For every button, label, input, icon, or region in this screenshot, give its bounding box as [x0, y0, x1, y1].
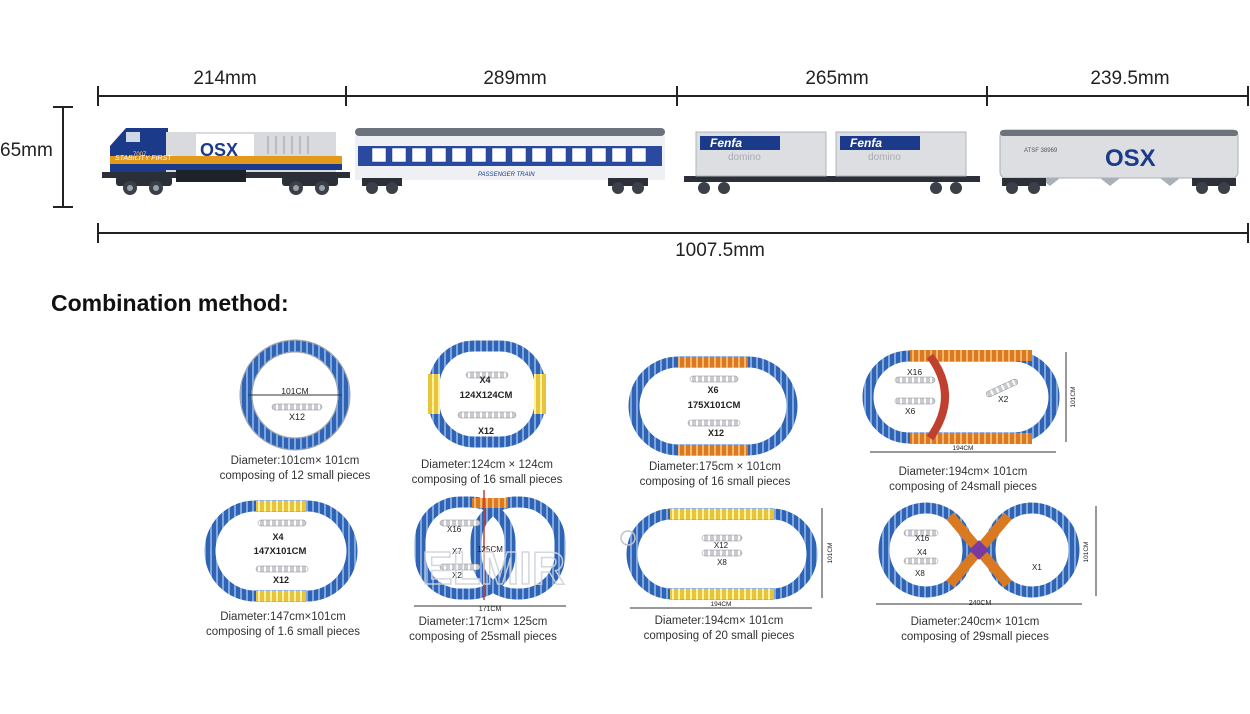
svg-text:OSX: OSX: [200, 140, 238, 160]
svg-text:STABILITY FIRST: STABILITY FIRST: [115, 155, 172, 162]
dimension-lines: [53, 86, 1249, 243]
combination-method-heading: Combination method:: [51, 290, 289, 316]
layout-oval-175: X6 175X101CM X12: [628, 356, 798, 456]
svg-text:194CM: 194CM: [953, 445, 974, 452]
layout-circle-101: 101CM X12: [239, 339, 351, 451]
segment-length-hopper: 239.5mm: [1090, 68, 1170, 89]
svg-text:101CM: 101CM: [827, 543, 834, 564]
layout-oval-147: X4 147X101CM X12: [204, 500, 358, 602]
svg-text:X12: X12: [714, 541, 729, 550]
hopper-car: OSX ATSF 38969: [999, 129, 1239, 194]
svg-text:X2: X2: [998, 394, 1009, 404]
svg-text:101CM: 101CM: [1083, 542, 1090, 563]
svg-text:domino: domino: [728, 152, 761, 163]
svg-text:X12: X12: [478, 426, 494, 436]
svg-text:X4: X4: [272, 532, 283, 542]
passenger-car: PASSENGER TRAIN: [355, 128, 665, 194]
svg-text:X2: X2: [452, 571, 462, 580]
container-car: Fenfa domino Fenfa domino: [684, 131, 980, 194]
total-length: 1007.5mm: [675, 240, 765, 261]
watermark: ELMIR: [422, 542, 565, 594]
layout-oval-194: X12 X8 194CM 101CM: [626, 508, 834, 609]
svg-text:WELCOME: WELCOME: [300, 166, 327, 172]
svg-text:X12: X12: [289, 412, 305, 422]
svg-text:194CM: 194CM: [711, 601, 732, 608]
segment-length-passenger: 289mm: [483, 68, 547, 89]
layout-square-124: X4 124X124CM X12: [428, 340, 546, 448]
svg-text:X16: X16: [447, 525, 462, 534]
svg-text:X7: X7: [452, 547, 462, 556]
svg-text:240CM: 240CM: [969, 600, 992, 607]
svg-text:X4: X4: [917, 548, 927, 557]
svg-text:X6: X6: [905, 406, 916, 416]
svg-text:175X101CM: 175X101CM: [688, 400, 741, 411]
svg-text:X16: X16: [907, 367, 922, 377]
svg-text:X8: X8: [717, 558, 727, 567]
svg-text:124X124CM: 124X124CM: [460, 390, 513, 401]
layout-figure-eight-240: X16 X4 X8 X1 240CM 101CM: [876, 502, 1097, 607]
track-layouts: 101CM X12 X4 124X124CM X12 X6 175X101CM …: [204, 339, 1097, 613]
segment-length-container: 265mm: [805, 68, 869, 89]
svg-text:101CM: 101CM: [281, 386, 308, 396]
segment-length-locomotive: 214mm: [193, 68, 257, 89]
locomotive: STABILITY FIRST 7007 OSX WELCOME: [102, 128, 350, 195]
svg-text:X16: X16: [915, 534, 930, 543]
svg-text:domino: domino: [868, 152, 901, 163]
svg-text:X12: X12: [708, 428, 724, 438]
svg-text:X6: X6: [707, 385, 718, 395]
svg-text:OSX: OSX: [1105, 145, 1156, 172]
svg-text:X4: X4: [479, 375, 490, 385]
svg-text:147X101CM: 147X101CM: [254, 546, 307, 557]
train-illustration: STABILITY FIRST 7007 OSX WELCOME PASSENG…: [102, 128, 1239, 195]
svg-text:Fenfa: Fenfa: [850, 136, 882, 150]
layout-loop-194: X16 X6 X2 194CM 101CM: [862, 350, 1077, 453]
svg-text:X1: X1: [1032, 563, 1042, 572]
svg-text:171CM: 171CM: [479, 606, 502, 613]
svg-text:7007: 7007: [133, 152, 147, 158]
svg-text:X12: X12: [273, 575, 289, 585]
svg-text:125CM: 125CM: [477, 545, 503, 554]
svg-text:101CM: 101CM: [1070, 387, 1077, 408]
svg-text:X8: X8: [915, 569, 925, 578]
svg-text:PASSENGER TRAIN: PASSENGER TRAIN: [478, 172, 535, 178]
svg-text:ATSF 38969: ATSF 38969: [1024, 148, 1058, 154]
height-dimension: 65mm: [0, 140, 53, 161]
svg-text:Fenfa: Fenfa: [710, 136, 742, 150]
layout-double-171: X16 X7 X2 125CM 171CM: [414, 490, 566, 613]
